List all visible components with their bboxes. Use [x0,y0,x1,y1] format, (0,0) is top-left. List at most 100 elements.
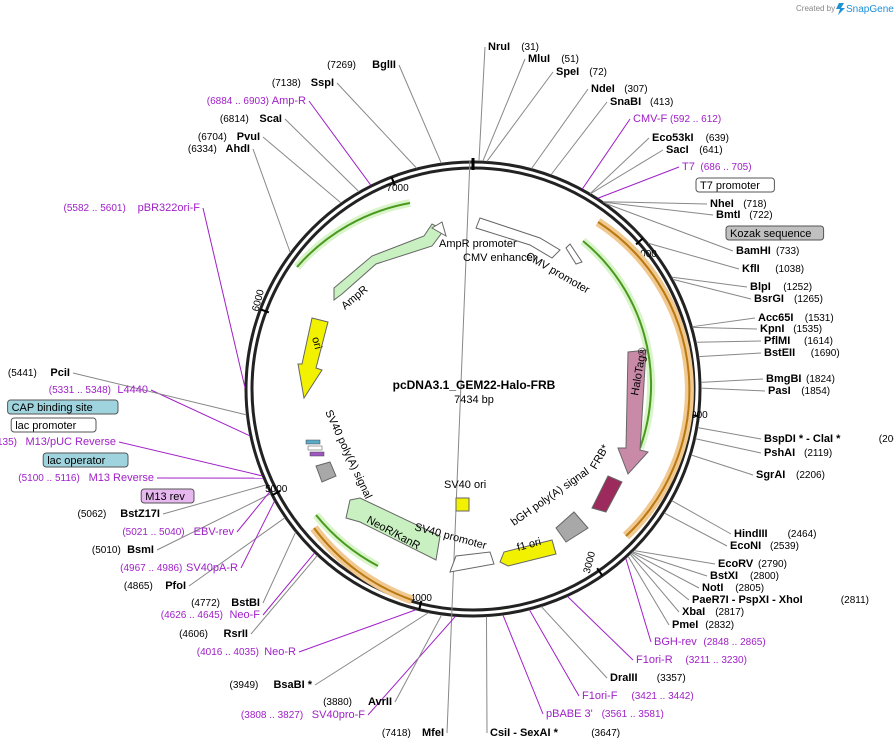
site-label-group: BglII(7269) [327,59,396,71]
leader-line [631,552,700,589]
site-label-group: PciI (5441) [8,367,70,379]
site-name: SnaBI [610,96,641,108]
site-position: (2206) [796,470,825,481]
site-label-group: BamHI(733) [736,245,799,257]
site-label-group: BmtI(722) [716,209,773,221]
leader-line [630,552,690,601]
site-position: (31) [521,42,539,53]
site-position: (2539) [770,541,799,552]
site-name: BlpI [750,281,771,293]
label-ori: ori [309,336,324,351]
leader-line [696,340,762,343]
site-label-group: MfeI(7418) [382,727,444,739]
leader-line [581,118,631,190]
site-name: BstBI [231,597,260,609]
site-name: RsrII [224,628,248,640]
site-name: KpnI [760,323,784,335]
site-position: (2119) [804,448,832,459]
site-name: XbaI [682,606,705,618]
orf-arrow-neo-outer-line [313,527,413,601]
site-name: PflMI [764,335,790,347]
site-name: KflI [742,263,760,275]
site-position: (7418) [382,728,411,739]
site-position: (3561 .. 3581) [602,709,664,720]
site-label-group: ScaI(6814) [220,113,282,125]
site-position: (307) [624,84,647,95]
label-sv40-ori: SV40 ori [444,479,486,491]
site-position: (1535) [793,324,822,335]
site-name: PaeR7I - PspXI - XhoI [692,594,803,606]
site-position: (5441) [8,368,37,379]
site-label-group: KpnI (1535) [760,323,822,335]
site-position: (3211 .. 3230) [685,655,747,666]
label-sv40-polya: SV40 poly(A) signal [322,408,374,501]
leader-line [625,558,652,643]
orf-arrow-halo-inner-line [582,240,653,449]
site-position: (7269) [327,60,356,71]
site-name: F1ori-R [636,654,673,666]
site-label-group: PvuI(6704) [198,131,260,143]
site-position: (7138) [272,78,301,89]
site-label-group: BsrGI(1265) [754,293,823,305]
site-label-group: BGH-rev(2848 .. 2865) [654,636,766,648]
site-position: (3357) [657,673,686,684]
leader-line [550,101,608,176]
site-name: Eco53kI [652,132,694,144]
tick-label: 1000 [635,249,658,260]
site-position: (2832) [705,620,734,631]
site-name: AhdI [226,143,250,155]
site-name: EcoNI [730,540,761,552]
leader-line [398,64,442,164]
leader-line [478,46,486,162]
tick-mark [260,308,270,314]
site-position: (2060) [879,434,894,445]
site-label-group: F1ori-F(3421 .. 3442) [582,690,694,702]
site-position: (4772) [191,598,220,609]
site-name: Neo-F [229,609,260,621]
site-position: (4626 .. 4645) [161,610,223,621]
site-position: (1614) [804,336,833,347]
site-label-group: RsrII(4606) [179,628,248,640]
site-name: F1ori-F [582,690,618,702]
feature-lac-promoter-mark [307,445,323,451]
feature-sv40-polya [315,461,337,483]
site-name: Neo-R [264,646,296,658]
site-name: PciI [50,367,70,379]
site-name: PfoI [165,580,186,592]
site-position: (3949) [229,680,258,691]
leader-line [698,352,762,358]
site-name: BsmI [127,544,154,556]
tick-label: 4000 [410,593,433,604]
site-label-group: CMV-F(592 .. 612) [633,113,721,125]
leader-line [629,553,680,613]
site-name: NruI [488,41,510,53]
site-label-group: M13/pUC Reverse(5113 .. 5135) [0,436,116,448]
site-position: (2790) [758,559,787,570]
leader-line [485,616,488,734]
leader-line [540,606,608,679]
site-position: (639) [706,133,729,144]
label-ampr-promoter: AmpR promoter [439,238,517,250]
site-name: T7 [682,161,695,173]
feature-ampr [333,223,445,301]
site-position: (6814) [220,114,249,125]
feature-cap-site-mark [305,439,321,445]
site-position: (51) [561,54,579,65]
site-position: (733) [776,246,799,257]
feature-box [7,399,119,415]
site-label-group: NotI(2805) [702,582,764,594]
site-label-group: PshAI(2119) [764,447,832,459]
site-label-group: pBABE 3'(3561 .. 3581) [546,708,664,720]
leader-line [672,278,752,300]
site-position: (722) [749,210,772,221]
site-name: CsiI - SexAI * [490,727,559,739]
site-label-group: BspDI * - ClaI *(2060) [764,433,894,445]
leader-line [692,326,758,330]
site-label-group: lac operator [42,452,129,468]
site-label-group: BstBI (4772) [191,597,260,609]
site-label-group: SspI(7138) [272,77,334,89]
site-label-group: BstXI(2800) [710,570,779,582]
leader-line [236,491,270,533]
leader-line [367,615,456,716]
site-label-group: L4440(5331 .. 5348) [49,384,148,396]
